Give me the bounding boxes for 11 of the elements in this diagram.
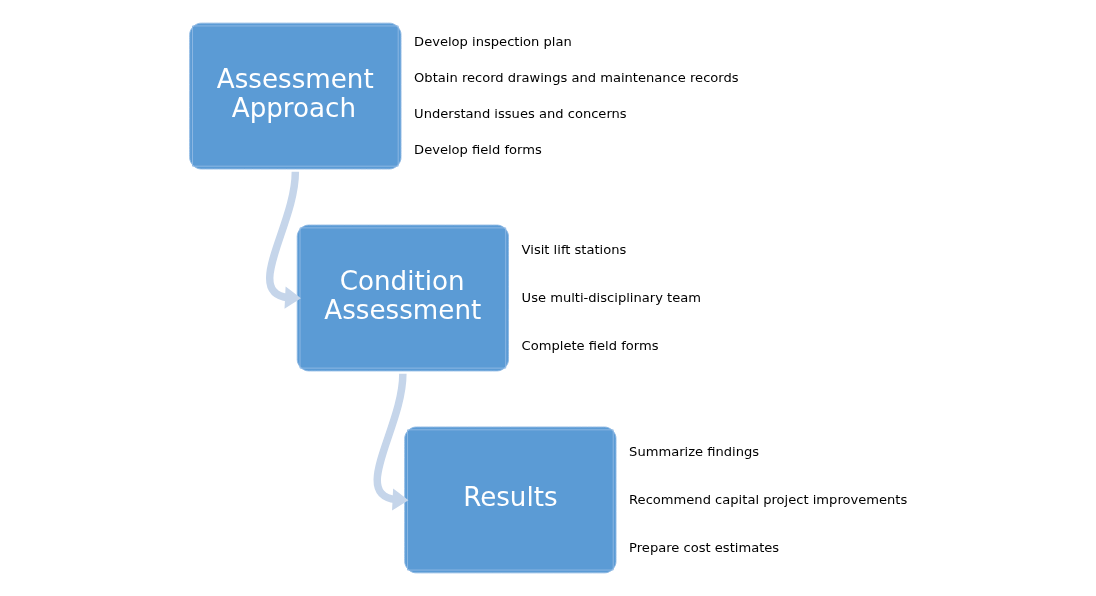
arrow [266, 171, 301, 309]
node-label: Summarize findings [629, 443, 760, 459]
node-label: Obtain record drawings and maintenance records [414, 70, 739, 86]
node-label: Use multi-disciplinary team [521, 289, 701, 305]
node-label: Complete field forms [521, 337, 659, 353]
node-label: Visit lift stations [521, 241, 627, 257]
node-label: Develop inspection plan [414, 33, 572, 49]
node-label: Recommend capital project improvements [629, 491, 908, 507]
node-label: Develop field forms [414, 141, 542, 157]
node-label: Understand issues and concerns [414, 106, 627, 122]
node-label: Prepare cost estimates [629, 539, 780, 555]
